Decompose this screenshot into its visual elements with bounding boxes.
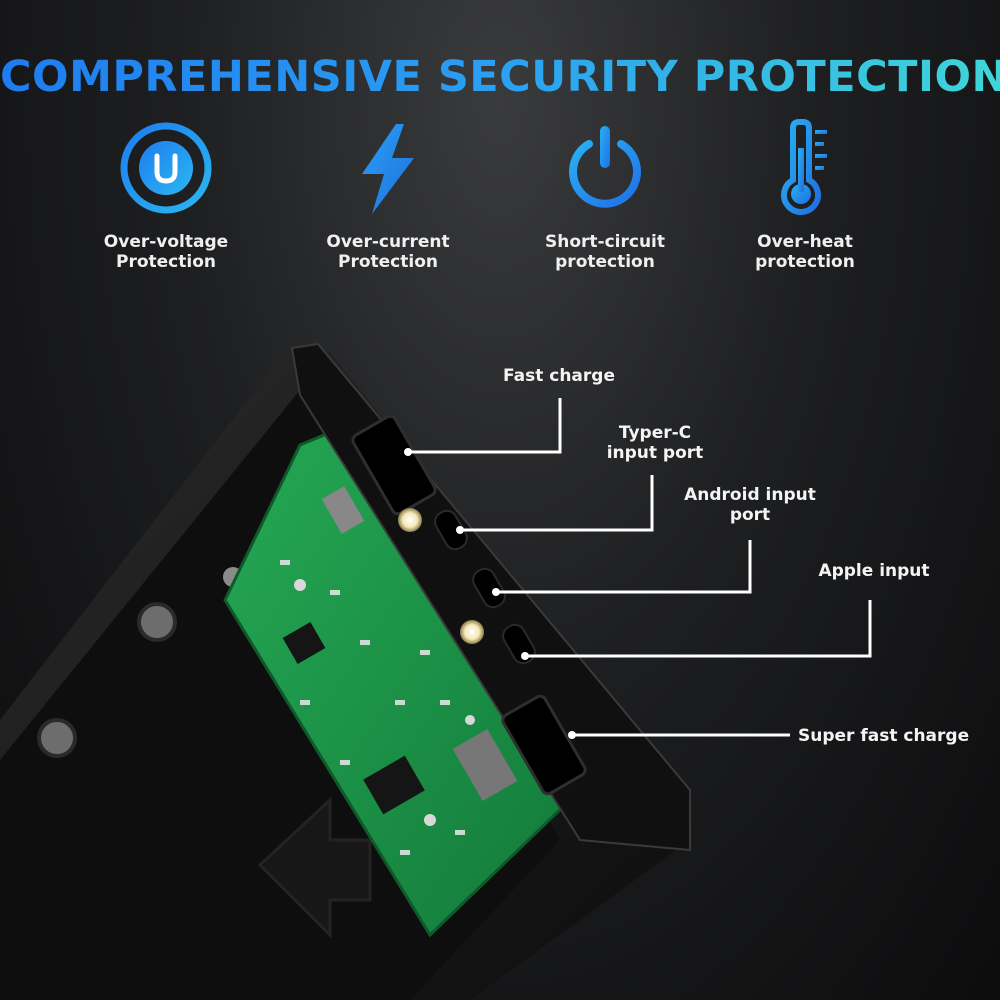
- usb-port-super-fast-charge: [501, 694, 587, 796]
- led-light: [460, 620, 484, 644]
- callout-super-fast-charge: Super fast charge: [798, 726, 970, 746]
- power-icon: [569, 126, 641, 208]
- callout-lines: [408, 398, 872, 737]
- callout-fast-charge: Fast charge: [503, 366, 615, 386]
- port-panel: [290, 342, 691, 852]
- lightning-bolt-icon: [362, 124, 414, 214]
- led-light: [398, 508, 422, 532]
- headline: COMPREHENSIVE SECURITY PROTECTION: [0, 52, 1000, 102]
- micro-usb-port: [472, 567, 506, 609]
- voltage-u-icon: [120, 122, 212, 214]
- callout-dots: [404, 448, 576, 739]
- usb-c-port: [434, 509, 468, 551]
- thermometer-icon: [781, 119, 827, 215]
- callout-apple-input: Apple input: [818, 561, 930, 581]
